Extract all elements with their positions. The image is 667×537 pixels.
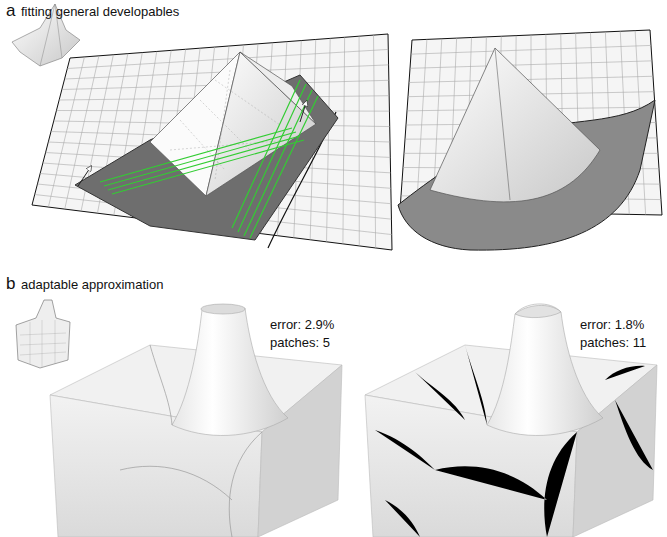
pyramid-face: [206, 52, 316, 196]
direction-arrow: [78, 168, 90, 186]
patch-count: patches: 11: [580, 336, 646, 351]
fitted-surface-top: [430, 48, 600, 202]
patch-count: patches: 5: [270, 336, 330, 351]
approximation-model: [365, 304, 657, 537]
panel-letter: b: [6, 274, 15, 294]
inset-box: [16, 300, 70, 368]
crease: [495, 48, 510, 200]
direction-arrow: [300, 103, 306, 122]
panel-title: adaptable approximation: [21, 278, 163, 293]
inset-mesh-lines: [20, 320, 66, 367]
approximation-model: [50, 304, 342, 537]
grid-lines: [35, 35, 392, 248]
patch-boundary: [375, 320, 653, 537]
grid-line: [409, 76, 653, 82]
grid-sheet: [32, 34, 392, 250]
patch-boundary: [120, 345, 262, 537]
cone-top: [201, 304, 245, 314]
grid-line: [410, 61, 652, 69]
panel-letter: a: [6, 1, 15, 21]
ruling-lines: [100, 80, 318, 238]
triangulation: [170, 70, 290, 180]
mesh-line: [170, 70, 290, 180]
cone-top: [515, 305, 561, 317]
error-value: error: 2.9%: [270, 318, 334, 333]
grid-line: [411, 45, 651, 54]
ruling-line: [232, 80, 318, 238]
inset-mesh: [16, 300, 70, 368]
panel-title: fitting general developables: [21, 5, 179, 20]
box-face: [258, 365, 342, 537]
error-value: error: 1.8%: [580, 318, 644, 333]
box-face: [573, 365, 657, 537]
